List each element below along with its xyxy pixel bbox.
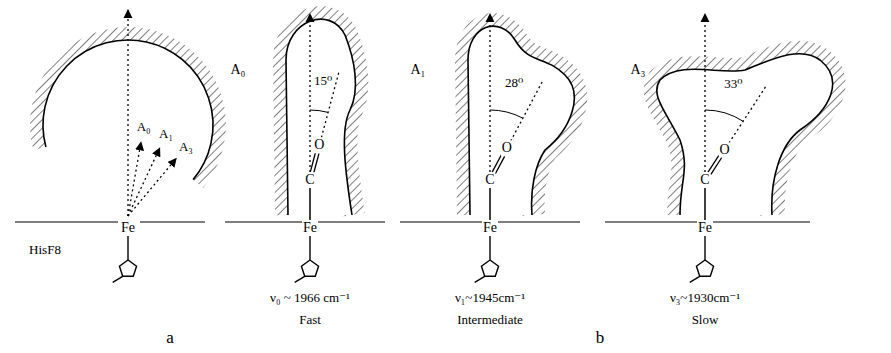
atom-label: Fe (482, 220, 498, 235)
rate-label: Intermediate (456, 313, 524, 327)
conformer-direction-arrow (128, 159, 176, 216)
fe-his-bond (704, 236, 705, 250)
conformer-label: A₀ (136, 120, 152, 134)
conformer-label: A₁ (410, 62, 427, 77)
distal-pocket-outline (657, 54, 833, 215)
atom-label: O (501, 141, 513, 156)
frequency-label: ν₁~1945cm⁻¹ (454, 291, 526, 305)
frequency-label: ν₀ ~ 1966 cm⁻¹ (269, 291, 351, 305)
fe-c-bond (704, 188, 706, 220)
distal-pocket-outline-hatching (286, 19, 355, 215)
c-o-bond (314, 153, 319, 172)
angle-label: 15⁰ (313, 74, 333, 88)
imidazole-ring (690, 250, 714, 282)
atom-label: C (484, 172, 495, 187)
distal-pocket-outline-hatching (657, 54, 833, 215)
co-axis-line (729, 86, 766, 143)
conformer-label: A₁ (158, 127, 174, 141)
atom-label: O (719, 142, 731, 157)
heme-normal-arrow (309, 14, 310, 172)
heme-plane (140, 221, 205, 222)
conformer-label: A₃ (178, 140, 194, 154)
conformer-label: A₃ (630, 62, 647, 77)
c-o-bond (711, 157, 722, 174)
tilt-angle-arc (490, 110, 523, 118)
fe-his-bond (127, 236, 128, 250)
conformer-direction-arrow (128, 148, 160, 216)
atom-label: Fe (302, 220, 318, 235)
c-o-bond (492, 154, 501, 172)
panel-label: b (595, 329, 606, 348)
atom-label: Fe (120, 220, 136, 235)
fe-c-bond (309, 188, 311, 220)
panel-label: a (165, 329, 175, 348)
atom-label: C (699, 172, 710, 187)
c-o-bond (495, 156, 504, 174)
heme-normal-arrow (704, 14, 705, 172)
heme-normal-arrow (127, 10, 128, 216)
residue-label: HisF8 (28, 243, 62, 257)
heme-normal-arrow (489, 14, 490, 172)
atom-label: Fe (697, 220, 713, 235)
rate-label: Fast (298, 313, 322, 327)
fe-his-bond (309, 236, 310, 250)
distal-pocket-outline-hatching (468, 26, 574, 215)
heme-plane (15, 221, 118, 222)
angle-label: 28⁰ (504, 76, 524, 90)
angle-label: 33⁰ (723, 77, 743, 91)
fe-c-bond (489, 188, 491, 220)
fe-his-bond (489, 236, 490, 250)
distal-pocket-outline (286, 19, 355, 215)
atom-label: O (313, 138, 325, 153)
tilt-angle-arc (705, 110, 743, 121)
distal-pocket-outline (468, 26, 574, 215)
atom-label: C (304, 172, 315, 187)
tilt-angle-arc (310, 110, 328, 112)
imidazole-ring (295, 250, 319, 282)
frequency-label: ν₃~1930cm⁻¹ (669, 291, 741, 305)
imidazole-ring (113, 250, 137, 282)
conformer-label: A₀ (230, 62, 247, 77)
imidazole-ring (475, 250, 499, 282)
conformer-direction-arrow (128, 142, 141, 216)
rate-label: Slow (691, 313, 720, 327)
